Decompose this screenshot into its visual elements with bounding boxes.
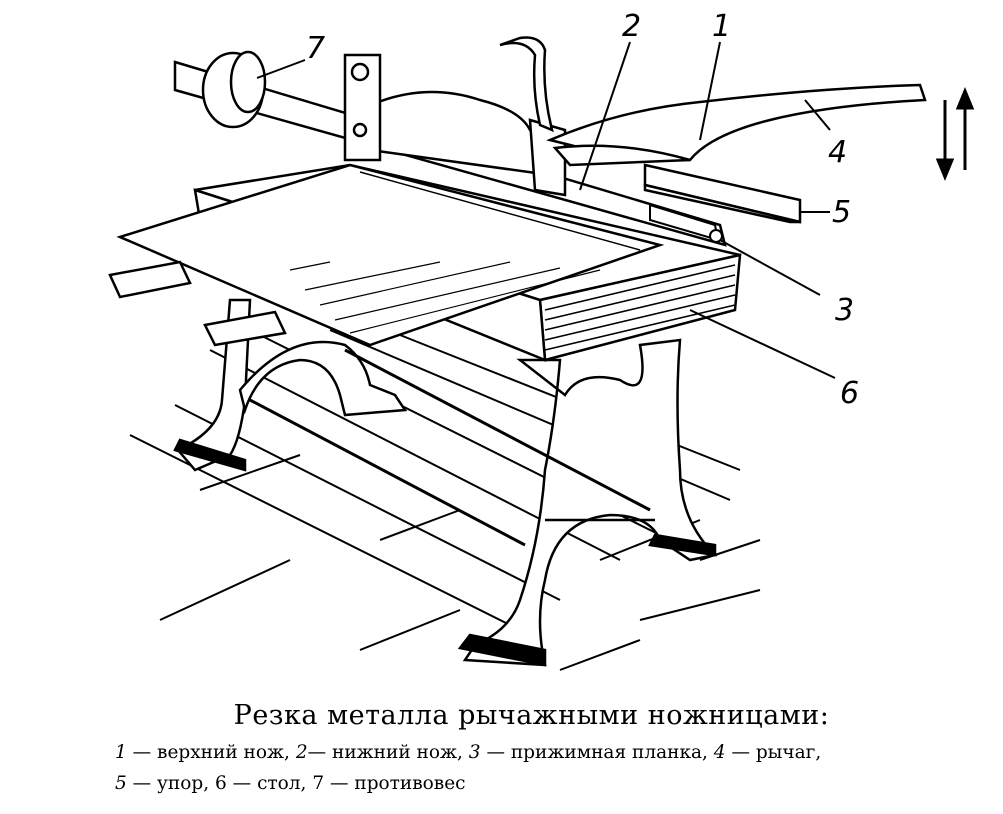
- table-leg-right: [457, 338, 718, 667]
- legend-text-6: стол,: [257, 773, 313, 794]
- legend-text-3: прижимная планка,: [510, 742, 714, 763]
- legend-sep-1: —: [126, 742, 158, 763]
- legend-line-1: 1 — верхний нож, 2— нижний нож, 3 — приж…: [115, 742, 821, 763]
- legend-text-2: нижний нож,: [331, 742, 469, 763]
- callout-2: 2: [622, 9, 641, 44]
- leader-lines: [256, 41, 836, 379]
- up-down-arrows-icon: [935, 87, 975, 181]
- callout-6: 6: [840, 376, 859, 411]
- legend-num-4: 4: [713, 742, 726, 763]
- legend-sep-2: —: [307, 742, 332, 763]
- callout-numbers: 7 2 1 4 5 3 6: [306, 9, 859, 411]
- callout-5: 5: [832, 195, 851, 230]
- lever-shears-diagram: 7 2 1 4 5 3 6: [108, 9, 975, 671]
- legend-num-5: 5: [115, 773, 127, 794]
- callout-4: 4: [828, 135, 847, 170]
- legend-text-7: противовес: [354, 773, 466, 794]
- stop-bar: [643, 163, 802, 224]
- stretcher-bars: [249, 348, 651, 547]
- legend-sep-5: —: [126, 773, 158, 794]
- legend-num-7: 7: [312, 773, 325, 794]
- counterweight: [201, 50, 267, 129]
- legend-line-2: 5 — упор, 6 — стол, 7 — противовес: [115, 773, 466, 794]
- legend-sep-4: —: [725, 742, 756, 763]
- callout-3: 3: [835, 293, 854, 328]
- caption-title: Резка металла рычажными ножницами:: [233, 700, 830, 731]
- legend-sep-7: —: [324, 773, 355, 794]
- legend-sep-3: —: [480, 742, 511, 763]
- lever-and-upper-knife: [546, 83, 927, 167]
- metal-sheet: [108, 163, 665, 347]
- legend-text-4: рычаг,: [755, 742, 822, 763]
- legend-text-1: верхний нож,: [157, 742, 296, 763]
- legend-sep-6: —: [226, 773, 258, 794]
- legend-num-1: 1: [115, 742, 127, 763]
- upper-frame: [173, 36, 727, 247]
- callout-1: 1: [712, 9, 731, 44]
- legend-num-2: 2: [295, 742, 308, 763]
- legend-text-5: упор,: [157, 773, 216, 794]
- clamp-bar: [649, 203, 723, 243]
- callout-7: 7: [306, 31, 325, 66]
- legend-num-3: 3: [468, 742, 481, 763]
- legend-num-6: 6: [215, 773, 227, 794]
